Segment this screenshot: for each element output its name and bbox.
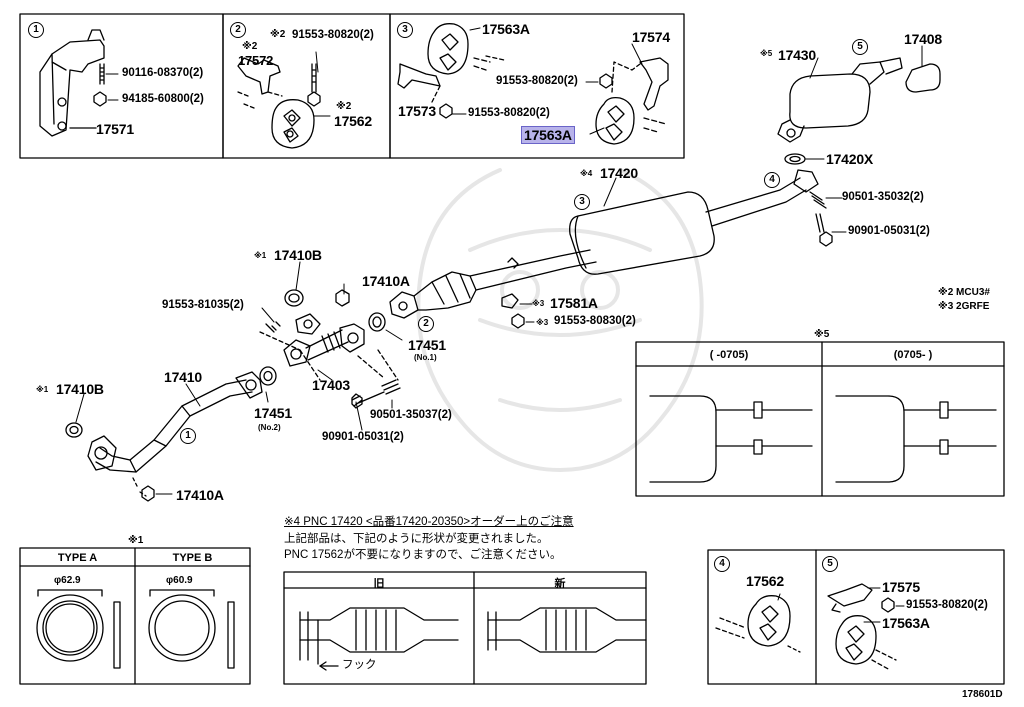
type-b-header: TYPE B (172, 552, 213, 564)
note4-heading: ※4 PNC 17420 <品番17420-20350>オーダー上のご注意 (284, 516, 574, 528)
part-17562-label: 17562 (334, 113, 372, 129)
note-mark-2a: ※2 (270, 29, 286, 40)
gasket-17451-no2 (259, 366, 277, 386)
nut-94185-60800-label: 94185-60800(2) (122, 93, 204, 105)
front-pipe-17410 (87, 371, 263, 473)
part-17573-label: 17573 (398, 103, 436, 119)
leader-lines (75, 27, 923, 623)
callout-5-main: 5 (852, 39, 868, 55)
gasket-17410b-top (284, 289, 304, 307)
watermark-crest (416, 168, 704, 472)
note-mark-1-top: ※1 (254, 251, 267, 260)
type-a-diameter: φ62.9 (54, 575, 81, 586)
table1-frame (19, 547, 251, 685)
part-17403-label: 17403 (312, 377, 350, 393)
part-17563a-inset5-label: 17563A (882, 615, 930, 631)
part-17451-no2-label: 17451 (254, 405, 292, 421)
nut-17410a-top (335, 289, 350, 307)
callout-1-inset: 1 (28, 22, 44, 38)
note4-line2: PNC 17562が不要になりますので、ご注意ください。 (284, 549, 562, 561)
note-mark-1-low: ※1 (36, 385, 49, 394)
part-17408-label: 17408 (904, 31, 942, 47)
inset3-drawing (397, 23, 669, 145)
bolt-91553-80820-inset5-label: 91553-80820(2) (906, 599, 988, 611)
part-17572-label: 17572 (238, 53, 274, 68)
table5-title: ※5 (814, 329, 830, 340)
hook-label: フック (342, 659, 377, 671)
callout-4-main: 4 (764, 172, 780, 188)
part-17574-label: 17574 (632, 29, 670, 45)
bolt-91553-80820-label: 91553-80820(2) (292, 29, 374, 41)
part-17451-no1-label: 17451 (408, 337, 446, 353)
bolt-91553-81035-label: 91553-81035(2) (162, 299, 244, 311)
note4-frame (283, 571, 647, 685)
hanger-17562-drawing (237, 57, 321, 149)
callout-2-inset: 2 (230, 22, 246, 38)
bolt-91553-80830-label: 91553-80830(2) (554, 315, 636, 327)
muffler-17430 (777, 57, 903, 143)
bolt-90901-05031-b-label: 90901-05031(2) (322, 431, 404, 443)
stop-17581a (501, 293, 519, 309)
part-17451-no2-sub: (No.2) (258, 423, 281, 432)
inset4-5-frame (707, 549, 1005, 685)
nut-17410a-lower (141, 485, 155, 502)
part-17563a-highlighted-label[interactable]: 17563A (521, 126, 575, 144)
bolt-90116-08370-label: 90116-08370(2) (122, 67, 204, 79)
gasket-17420x (784, 153, 806, 165)
part-17420x-label: 17420X (826, 151, 874, 167)
table1-title: ※1 (128, 535, 144, 546)
type-a-header: TYPE A (57, 552, 98, 564)
table5-col1-header: ( -0705) (709, 349, 749, 361)
note-mark-3b: ※3 (536, 318, 549, 327)
inset-frames (19, 13, 685, 159)
bracket-17571-drawing (39, 29, 107, 137)
note-mark-4: ※4 (580, 169, 593, 178)
note-mark-5: ※5 (760, 49, 773, 58)
bolt-90501-35037-label: 90501-35037(2) (370, 409, 452, 421)
bolt-91553-80820-inset3a-label: 91553-80820(2) (496, 75, 578, 87)
part-17410a-top-label: 17410A (362, 273, 410, 289)
part-17562-inset4-label: 17562 (746, 573, 784, 589)
note-2grfe: ※3 2GRFE (938, 301, 990, 312)
figure-id: 178601D (962, 689, 1003, 700)
callout-5-inset: 5 (822, 556, 838, 572)
part-17410b-label: 17410B (56, 381, 104, 397)
pipe-17403 (283, 313, 365, 367)
gasket-17410b-lower (65, 422, 83, 438)
table5-frame (635, 341, 1005, 497)
callout-1-main: 1 (180, 428, 196, 444)
part-17410b-top-label: 17410B (274, 247, 322, 263)
note-mark-2b: ※2 (242, 41, 258, 52)
bolt-90501-35032-label: 90501-35032(2) (842, 191, 924, 203)
note4-new-header: 新 (554, 578, 566, 590)
converter-and-muffler-17420 (389, 169, 819, 319)
callout-4-inset: 4 (714, 556, 730, 572)
note4-line1: 上記部品は、下記のように形状が変更されました。 (284, 533, 549, 545)
gasket-17451-no1 (368, 312, 386, 332)
part-17563a-top-label: 17563A (482, 21, 530, 37)
type-b-diameter: φ60.9 (166, 575, 193, 586)
part-17575-label: 17575 (882, 579, 920, 595)
bolt-90901-05031-a-label: 90901-05031(2) (848, 225, 930, 237)
tail-extension-17408 (905, 63, 941, 93)
note-mark-2c: ※2 (336, 101, 352, 112)
callout-3-inset: 3 (397, 22, 413, 38)
note-mark-3a: ※3 (532, 299, 545, 308)
bolt-91553-80820-inset3b-label: 91553-80820(2) (468, 107, 550, 119)
callout-2-main: 2 (418, 316, 434, 332)
part-17430-label: 17430 (778, 47, 816, 63)
part-17410a-label: 17410A (176, 487, 224, 503)
part-17571-label: 17571 (96, 121, 134, 137)
part-17420-label: 17420 (600, 165, 638, 181)
part-17451-no1-sub: (No.1) (414, 353, 437, 362)
callout-3-main: 3 (574, 194, 590, 210)
note-mcu3: ※2 MCU3# (938, 287, 990, 298)
note4-old-header: 旧 (373, 578, 385, 590)
part-17581a-label: 17581A (550, 295, 598, 311)
table5-col2-header: (0705- ) (893, 349, 933, 361)
part-17410-label: 17410 (164, 369, 202, 385)
